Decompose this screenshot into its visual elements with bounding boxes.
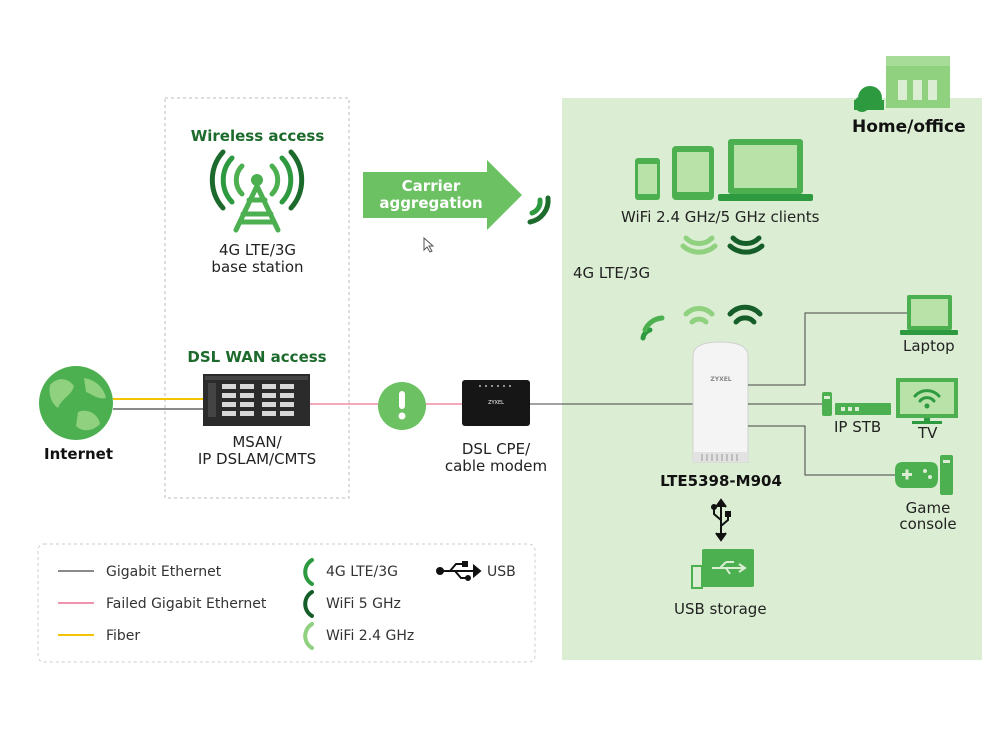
tv-label: TV	[918, 424, 938, 442]
legend-lte-label: 4G LTE/3G	[326, 564, 398, 580]
client-laptop-icon	[718, 139, 813, 201]
ip-stb-icon	[822, 392, 891, 416]
router-wifi5-signal-icon	[727, 304, 763, 325]
device-lines	[748, 312, 912, 476]
tablet-icon	[672, 146, 714, 200]
legend-usb-label: USB	[487, 564, 516, 580]
wifi-clients-label: WiFi 2.4 GHz/5 GHz clients	[621, 208, 820, 226]
dsl-cpe-icon	[462, 380, 530, 426]
base-station-label-1: 4G LTE/3G	[218, 241, 297, 259]
legend-usb-icon	[436, 561, 482, 581]
cursor-icon	[423, 236, 435, 253]
carrier-aggregation-label-1: Carrier	[401, 177, 461, 195]
game-console-icon	[895, 455, 953, 495]
lte-label: 4G LTE/3G	[573, 264, 651, 282]
legend-fiber-label: Fiber	[106, 628, 141, 644]
tv-icon	[896, 378, 958, 424]
router-brand: ZYXEL	[710, 376, 731, 383]
legend-wifi5-label: WiFi 5 GHz	[326, 596, 401, 612]
router-wifi24-signal-icon	[683, 306, 715, 325]
msan-icon	[203, 374, 310, 426]
legend-box	[37, 543, 536, 663]
usb-storage-icon	[691, 549, 754, 589]
msan-label-1: MSAN/	[232, 433, 282, 451]
warning-icon	[378, 382, 426, 430]
legend-failed-label: Failed Gigabit Ethernet	[106, 596, 267, 612]
home-office-label: Home/office	[852, 117, 966, 137]
legend-wifi24-label: WiFi 2.4 GHz	[326, 628, 415, 644]
usb-storage-label: USB storage	[674, 600, 767, 618]
carrier-aggregation-label-2: aggregation	[379, 194, 483, 212]
lte-signal-icon	[527, 195, 551, 225]
legend-lte-icon	[303, 558, 314, 586]
laptop-label: Laptop	[903, 337, 955, 355]
clients-wifi5-signal-icon	[727, 235, 765, 255]
router-lte-signal-icon	[640, 315, 665, 341]
wireless-access-title: Wireless access	[190, 127, 325, 145]
legend-wifi24-icon	[303, 622, 314, 650]
legend-wifi5-icon	[303, 590, 314, 618]
access-box	[164, 97, 350, 499]
base-station-label-2: base station	[211, 258, 304, 276]
clients-wifi24-signal-icon	[680, 235, 718, 255]
dsl-wan-access-title: DSL WAN access	[187, 348, 327, 366]
cpe-label-2: cable modem	[444, 457, 548, 475]
legend-gigabit-label: Gigabit Ethernet	[106, 564, 222, 580]
house-icon	[854, 56, 950, 112]
cpe-label-1: DSL CPE/	[461, 440, 531, 458]
ip-stb-label: IP STB	[834, 418, 882, 436]
msan-label-2: IP DSLAM/CMTS	[197, 450, 317, 468]
cpe-brand: ZYXEL	[488, 400, 504, 406]
phone-icon	[635, 158, 660, 200]
game-console-label-2: console	[899, 515, 957, 533]
base-station-icon	[209, 149, 305, 233]
internet-label: Internet	[44, 445, 114, 463]
router-icon	[692, 341, 749, 463]
carrier-aggregation-arrow	[363, 160, 522, 230]
globe-icon	[39, 366, 113, 440]
router-model-label: LTE5398-M904	[660, 472, 782, 490]
laptop-icon	[900, 295, 958, 335]
game-console-label-1: Game	[905, 499, 951, 517]
usb-symbol-icon	[711, 498, 731, 542]
